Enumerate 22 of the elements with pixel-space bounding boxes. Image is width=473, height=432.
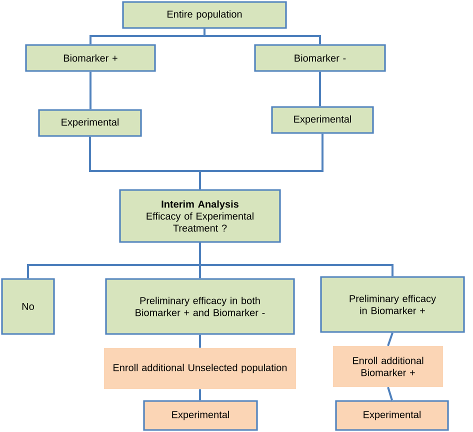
process-box: Interim Analysis Efficacy of Experimental Treatment ? [119, 189, 281, 243]
process-box: No [1, 278, 55, 335]
process-box: Biomarker - [254, 44, 386, 72]
process-box: Entire population [122, 1, 287, 29]
connector-line [199, 134, 324, 190]
connector-line [387, 386, 393, 400]
process-box: Experimental [38, 109, 142, 137]
process-box: Experimental [143, 400, 258, 431]
process-box: Experimental [271, 106, 374, 134]
connector-line [199, 242, 394, 276]
connector-line [387, 332, 394, 346]
action-box: Enroll additional Unselected population [104, 348, 296, 389]
process-box: Experimental [335, 400, 449, 431]
connector-line [199, 334, 201, 348]
process-box: Biomarker + [25, 44, 156, 72]
process-box: Preliminary efficacy in both Biomarker + and Biomarker - [105, 278, 295, 335]
connector-line [204, 28, 321, 44]
action-box: Enroll additional Biomarker + [333, 346, 443, 387]
connector-line [199, 389, 201, 400]
process-box: Preliminary efficacy in Biomarker + [320, 276, 465, 333]
connector-line [90, 72, 92, 110]
connector-line [319, 72, 321, 106]
